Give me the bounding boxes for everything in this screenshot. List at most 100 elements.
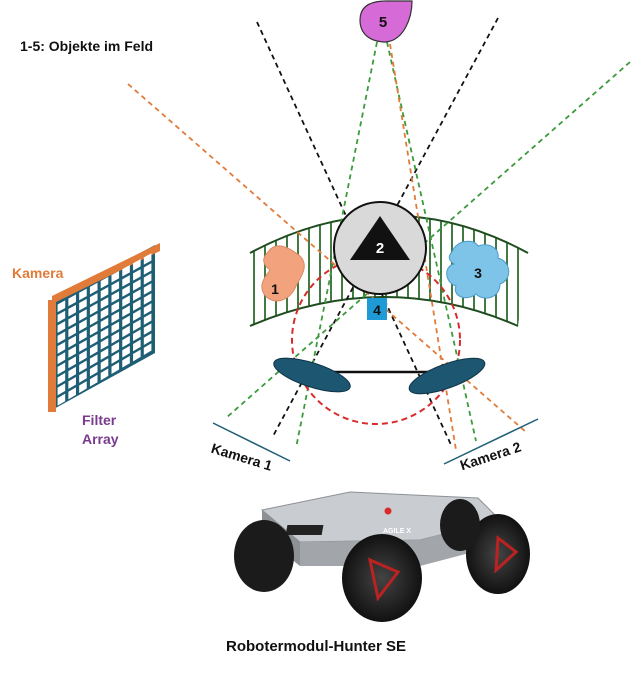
robot-hunter-se: AGILE X — [234, 491, 530, 622]
filter-cell — [57, 300, 66, 313]
filter-cell — [57, 372, 66, 385]
filter-cell — [68, 387, 76, 400]
filter-cell — [133, 279, 141, 291]
filter-cell — [111, 321, 120, 334]
filter-cell — [89, 354, 98, 367]
filter-cell — [122, 325, 130, 338]
filter-cell — [89, 333, 98, 346]
filter-cell — [57, 310, 66, 323]
filter-cell — [143, 303, 152, 315]
filter-cell — [100, 307, 109, 320]
filter-cell — [143, 263, 152, 275]
filter-array-label: Filter Array — [82, 412, 119, 447]
filter-cell — [100, 368, 109, 381]
filter-cell — [122, 305, 130, 318]
filter-cell — [89, 292, 98, 305]
filter-cell — [100, 297, 109, 309]
camera-label: Kamera — [12, 265, 64, 281]
object-2: 2 — [333, 201, 427, 295]
filter-cell — [89, 282, 98, 295]
filter-cell — [143, 343, 152, 355]
filter-cell — [57, 331, 66, 344]
filter-cell — [143, 333, 152, 345]
filter-cell — [122, 285, 130, 297]
legend-text: 1-5: Objekte im Feld — [20, 38, 154, 54]
filter-cell — [79, 350, 87, 363]
filter-array — [48, 243, 160, 412]
wheel-front-left — [342, 534, 422, 622]
filter-cell — [143, 273, 152, 285]
sensor-plane-1 — [212, 422, 291, 462]
filter-cell — [68, 294, 76, 307]
filter-cell — [89, 344, 98, 356]
filter-cell — [89, 374, 98, 387]
filter-cell — [57, 321, 66, 333]
filter-cell — [100, 327, 109, 340]
filter-cell — [111, 311, 120, 324]
filter-cell — [111, 362, 120, 374]
filter-cell — [57, 362, 66, 375]
filter-cell — [111, 270, 120, 283]
filter-cell — [143, 283, 152, 295]
sensor-plane-2 — [443, 418, 539, 465]
filter-cell — [79, 339, 87, 352]
filter-cell — [133, 309, 141, 321]
filter-cell — [79, 309, 87, 321]
filter-cell — [133, 329, 141, 342]
object-5-label: 5 — [379, 14, 387, 31]
filter-cell — [122, 315, 130, 328]
filter-cell — [133, 299, 141, 311]
filter-cell — [79, 360, 87, 373]
filter-cell — [79, 329, 87, 342]
filter-cell — [57, 341, 66, 354]
object-3: 3 — [446, 240, 510, 299]
filter-cell — [111, 331, 120, 344]
filter-cell — [68, 304, 76, 317]
filter-cell — [122, 345, 130, 358]
filter-cell — [79, 319, 87, 332]
wheel-rear-right — [440, 499, 480, 551]
filter-cell — [100, 317, 109, 330]
robot-caption: Robotermodul-Hunter SE — [226, 638, 406, 655]
filter-cell — [100, 337, 109, 350]
filter-cell — [133, 349, 141, 362]
filter-cell — [57, 383, 66, 396]
filter-cell — [68, 325, 76, 338]
object-1-label: 1 — [271, 281, 279, 297]
filter-cell — [79, 381, 87, 393]
filter-cell — [79, 288, 87, 301]
lens-camera-1 — [273, 357, 351, 393]
filter-cell — [133, 319, 141, 332]
filter-cell — [133, 339, 141, 352]
filter-cell — [143, 293, 152, 305]
filter-cell — [111, 341, 120, 354]
filter-cell — [68, 346, 76, 358]
lens-camera-2 — [408, 357, 486, 395]
wheel-rear-left — [234, 520, 294, 592]
filter-cell — [143, 253, 152, 265]
filter-cell — [68, 356, 76, 369]
filter-cell — [89, 303, 98, 315]
filter-cell — [133, 269, 141, 281]
filter-cell — [111, 301, 120, 313]
filter-cell — [89, 313, 98, 326]
filter-cell — [68, 335, 76, 348]
filter-cell — [133, 289, 141, 301]
filter-cell — [68, 366, 76, 379]
filter-cell — [133, 259, 141, 271]
filter-cell — [68, 315, 76, 327]
filter-cell — [122, 275, 130, 287]
object-1: 1 — [261, 245, 305, 302]
filter-cell — [122, 355, 130, 368]
filter-cell — [100, 348, 109, 360]
object-5: 5 — [359, 0, 413, 43]
object-4: 4 — [367, 298, 387, 320]
robot-brand: AGILE X — [383, 528, 411, 535]
filter-cell — [100, 358, 109, 371]
stereo-cameras — [212, 357, 539, 465]
filter-cell — [111, 291, 120, 303]
filter-cell — [57, 352, 66, 365]
filter-cell — [89, 323, 98, 336]
